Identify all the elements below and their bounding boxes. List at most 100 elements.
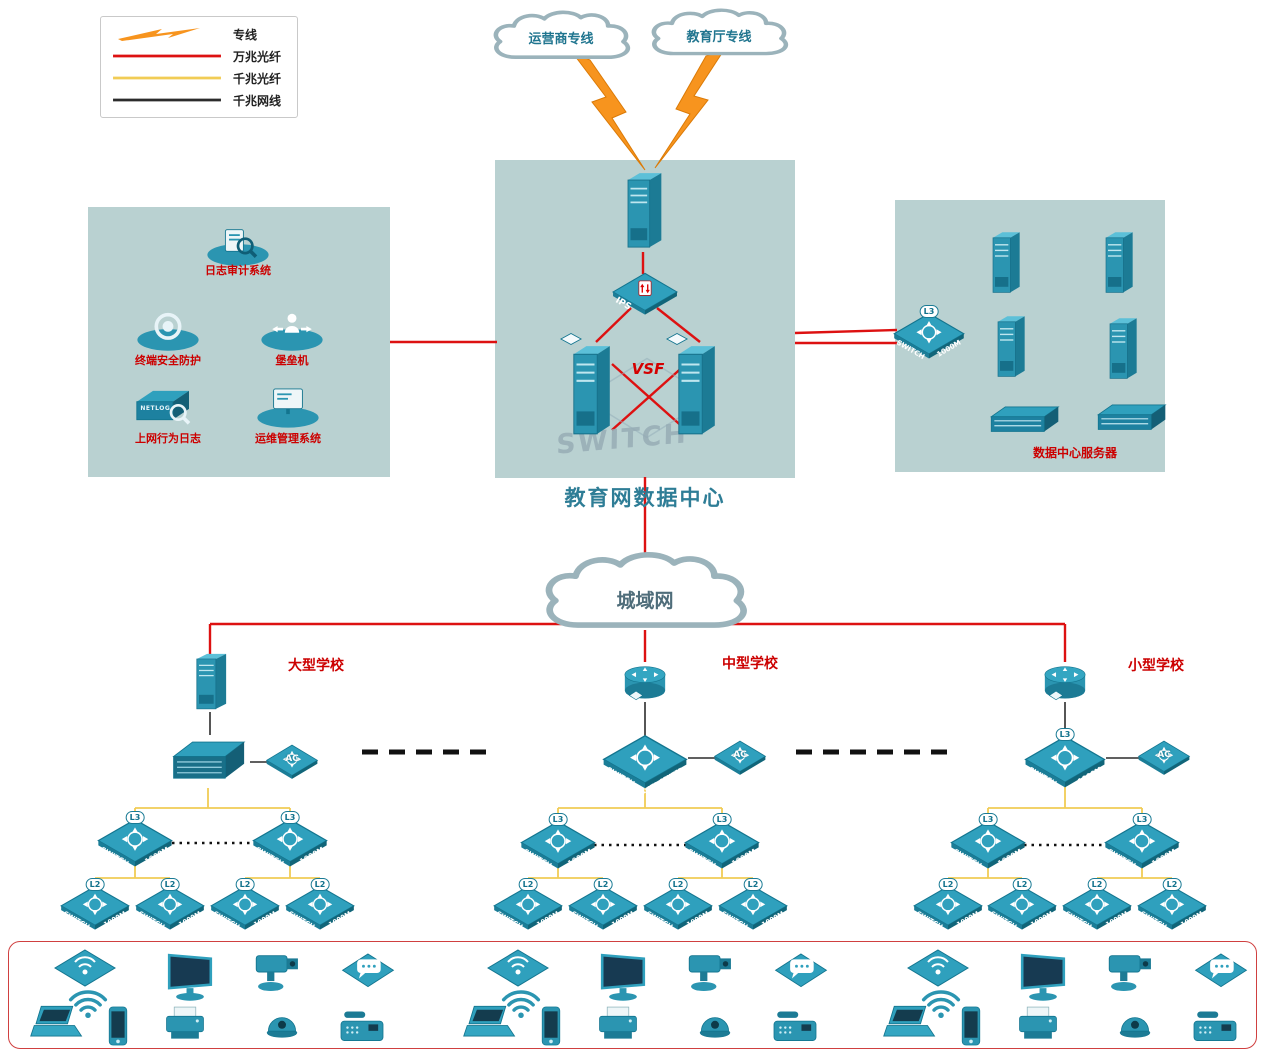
ptz-camera-icon	[1102, 948, 1160, 996]
switch-icon	[519, 820, 597, 870]
fax-phone-icon	[334, 1005, 390, 1047]
ips-device: IPS	[611, 272, 679, 316]
switch-icon	[642, 885, 714, 931]
edu-cloud-label: 教育厅专线	[686, 29, 752, 45]
printer-icon	[158, 1004, 212, 1044]
large-school-gateway-server	[188, 650, 232, 714]
l2-switch: SWITCH 1000M L2	[492, 878, 564, 931]
edu-dept-line-cloud: 教育厅专线	[643, 6, 795, 64]
1g-fiber-links	[94, 787, 1173, 892]
smartphone-icon	[103, 1004, 133, 1048]
switch-icon	[912, 885, 984, 931]
l2-badge: L2	[743, 878, 763, 891]
switch-icon	[1136, 885, 1208, 931]
switch-icon	[251, 818, 329, 868]
small-school-ac-controller: AC	[1137, 740, 1191, 776]
1g-cable-links	[209, 702, 1140, 763]
dome-camera-icon	[259, 1004, 305, 1044]
fax-phone-icon	[767, 1005, 823, 1047]
l2-badge: L2	[160, 878, 180, 891]
carrier-cloud-label: 运营商专线	[528, 32, 594, 48]
l2-switch: SWITCH 1000M L2	[986, 878, 1058, 931]
storage-array-icon	[985, 402, 1063, 438]
l3-badge: L3	[712, 813, 732, 826]
core-switch-tower-right	[668, 340, 722, 442]
l2-badge: L2	[1087, 878, 1107, 891]
l2-switch: SWITCH 1000M L2	[912, 878, 984, 931]
switch-icon	[717, 885, 789, 931]
terminal-security-icon	[132, 307, 204, 353]
netlog-icon: NETLOG	[126, 385, 198, 431]
dome-camera-icon	[1112, 1004, 1158, 1044]
dome-camera-icon	[692, 1004, 738, 1044]
vsf-label: VSF	[631, 360, 665, 378]
l2-badge: L2	[938, 878, 958, 891]
printer-icon	[1011, 1004, 1065, 1044]
l2-badge: L2	[310, 878, 330, 891]
terminal-security-label: 终端安全防护	[135, 354, 201, 367]
lightning-bolts	[570, 49, 726, 171]
l2-switch: SWITCH 1000M L2	[717, 878, 789, 931]
l2-badge: L2	[518, 878, 538, 891]
switch-icon	[1061, 885, 1133, 931]
lightning-icon	[118, 28, 200, 41]
l3-badge: L3	[548, 813, 568, 826]
printer-icon	[591, 1004, 645, 1044]
l3-badge: L3	[978, 813, 998, 826]
server-farm-label: 数据中心服务器	[1032, 446, 1117, 460]
switch-icon	[683, 820, 761, 870]
medium-school-core-switch: SWITCH DATA CENTER	[601, 734, 689, 796]
carrier-line-cloud: 运营商专线	[485, 8, 637, 68]
large-school-ac-controller: AC	[265, 744, 319, 780]
large-school-core-switch	[165, 733, 251, 789]
chat-terminal-icon	[339, 950, 397, 996]
stack-badge-icon	[560, 332, 582, 346]
ops-mgmt-label: 运维管理系统	[255, 432, 321, 445]
firewall-icon	[618, 168, 668, 254]
ptz-camera-icon	[682, 948, 740, 996]
legend: 专线 万兆光纤 千兆光纤 千兆网线	[100, 16, 298, 118]
switch-icon	[892, 312, 966, 360]
switch-icon	[209, 885, 281, 931]
l2-switch: SWITCH 1000M L2	[567, 878, 639, 931]
stack-badge-icon	[666, 332, 688, 346]
server-tower-icon	[1102, 314, 1142, 384]
switch-icon	[567, 885, 639, 931]
large-school-label: 大型学校	[288, 658, 344, 674]
l2-badge: L2	[1162, 878, 1182, 891]
l3-switch: SWITCH 1000M L3	[251, 811, 329, 868]
l2-badge: L2	[85, 878, 105, 891]
netlog-label: 上网行为日志	[135, 432, 201, 445]
bastion-host-icon	[256, 307, 328, 353]
legend-row-1g-cable: 千兆网线	[111, 92, 287, 109]
legend-label: 万兆光纤	[233, 49, 282, 64]
ptz-camera-icon	[249, 948, 307, 996]
l3-switch: SWITCH 1000M L3	[96, 811, 174, 868]
medium-school-ac-controller: AC	[713, 740, 767, 776]
monitor-icon	[1015, 950, 1071, 1002]
small-school-core-switch: SWITCH 1000M L3	[1023, 728, 1107, 789]
server-tower-icon	[990, 312, 1030, 382]
ac-label: AC	[1157, 750, 1171, 761]
medium-school-label: 中型学校	[722, 656, 778, 672]
switch-icon	[601, 734, 689, 790]
l2-switch: SWITCH 1000M L2	[1136, 878, 1208, 931]
legend-row-1g-fiber: 千兆光纤	[111, 70, 287, 87]
l2-switch: SWITCH 1000M L2	[134, 878, 206, 931]
l2-switch: SWITCH 1000M L2	[1061, 878, 1133, 931]
legend-row-dedicated-line: 专线	[111, 26, 287, 43]
l3-badge: L3	[1132, 813, 1152, 826]
black-line-icon	[113, 98, 221, 102]
small-school-label: 小型学校	[1128, 658, 1184, 674]
small-school-router	[1037, 660, 1093, 704]
l2-switch: SWITCH 1000M L2	[284, 878, 356, 931]
storage-array-icon	[1092, 400, 1170, 436]
l2-switch: SWITCH 1000M L2	[59, 878, 131, 931]
switch-icon	[59, 885, 131, 931]
log-audit-label: 日志审计系统	[205, 264, 271, 277]
l3-switch: SWITCH 1000M L3	[949, 813, 1027, 870]
l3-badge: L3	[1055, 728, 1075, 741]
switch-icon	[96, 818, 174, 868]
